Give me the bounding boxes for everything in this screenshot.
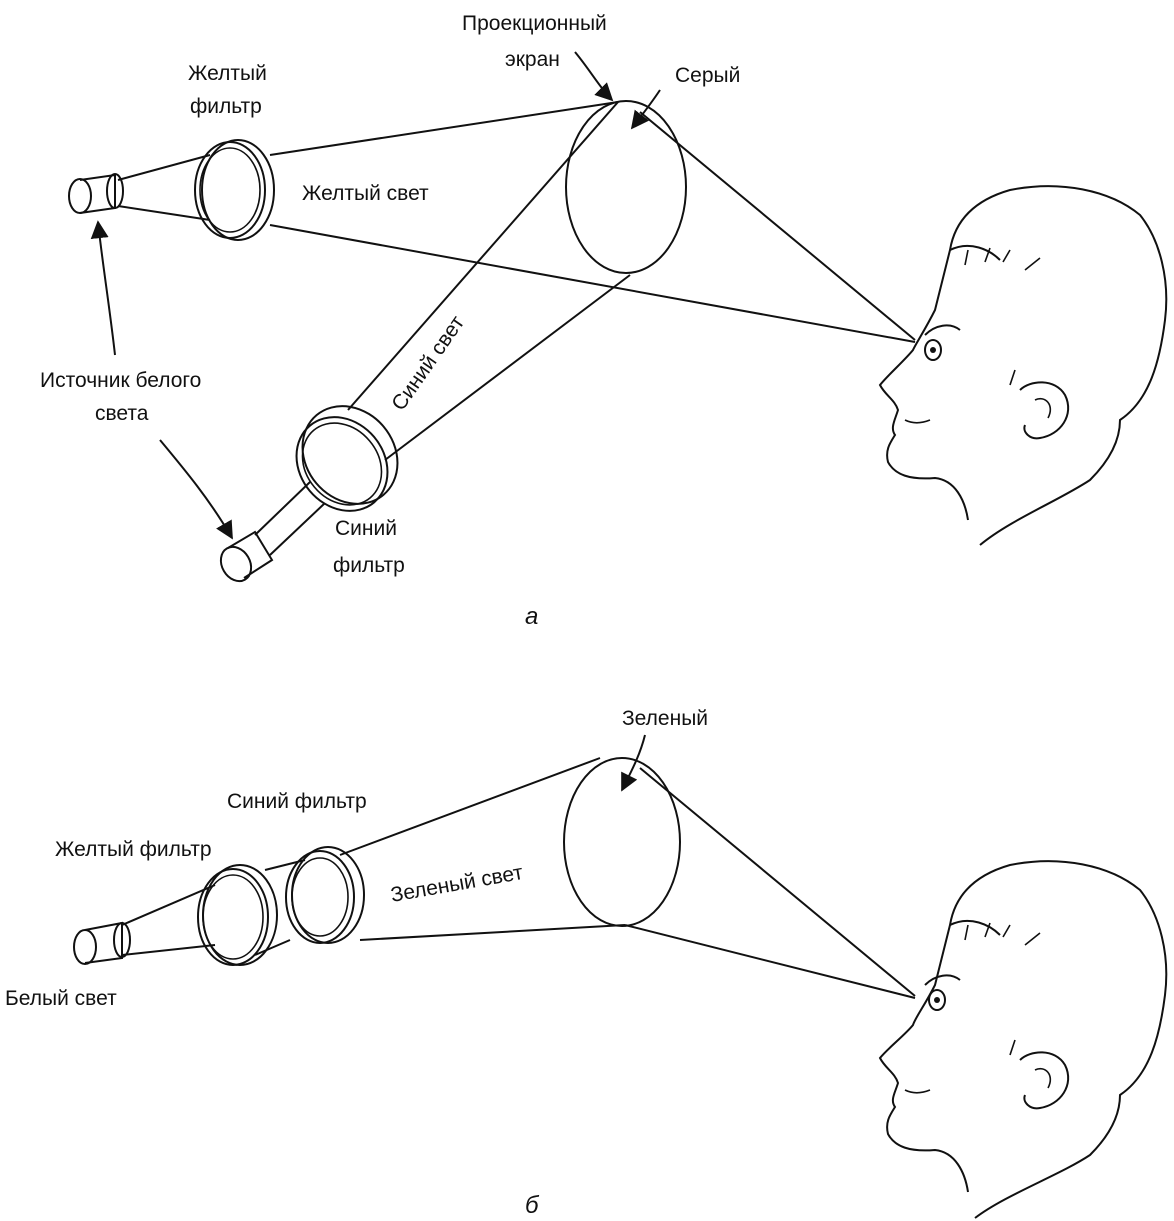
label-white-source-line1: Источник белого bbox=[40, 369, 201, 392]
white-light-source-b bbox=[74, 885, 215, 964]
caption-b: б bbox=[525, 1192, 540, 1219]
label-yellow-filter-b: Желтый фильтр bbox=[55, 838, 212, 861]
projection-screen-b bbox=[564, 758, 680, 926]
figure-b: Зеленый Синий фильтр Желтый фильтр Зелен… bbox=[5, 707, 1166, 1219]
arrows-a bbox=[98, 52, 660, 538]
label-white-source-line2: света bbox=[95, 402, 149, 425]
white-light-source-bottom bbox=[215, 482, 325, 587]
label-gray: Серый bbox=[675, 64, 740, 87]
screen-to-eye-lines-a bbox=[640, 112, 915, 340]
label-yellow-filter-line1: Желтый bbox=[188, 62, 267, 85]
label-blue-filter-line1: Синий bbox=[335, 517, 397, 540]
white-light-source-top bbox=[69, 155, 210, 220]
observer-head-b bbox=[880, 861, 1166, 1218]
label-yellow-light: Желтый свет bbox=[302, 182, 429, 205]
figure-a: Проекционный экран Серый Желтый фильтр Ж… bbox=[40, 12, 1166, 630]
caption-a: а bbox=[525, 603, 538, 630]
yellow-filter-a bbox=[195, 140, 274, 240]
label-blue-filter-line2: фильтр bbox=[333, 554, 405, 577]
label-yellow-filter-line2: фильтр bbox=[190, 95, 262, 118]
label-white-light-b: Белый свет bbox=[5, 987, 117, 1010]
projection-screen-a bbox=[566, 101, 686, 273]
label-projection-screen-line2: экран bbox=[505, 48, 560, 71]
yellow-light-beam bbox=[270, 102, 915, 342]
blue-filter-b bbox=[286, 847, 364, 943]
label-projection-screen-line1: Проекционный bbox=[462, 12, 607, 35]
label-blue-filter-b: Синий фильтр bbox=[227, 790, 367, 813]
blue-light-beam bbox=[348, 102, 630, 460]
label-green: Зеленый bbox=[622, 707, 708, 730]
label-green-light: Зеленый свет bbox=[389, 861, 525, 907]
label-blue-light: Синий свет bbox=[387, 311, 469, 414]
observer-head-a bbox=[880, 186, 1166, 545]
